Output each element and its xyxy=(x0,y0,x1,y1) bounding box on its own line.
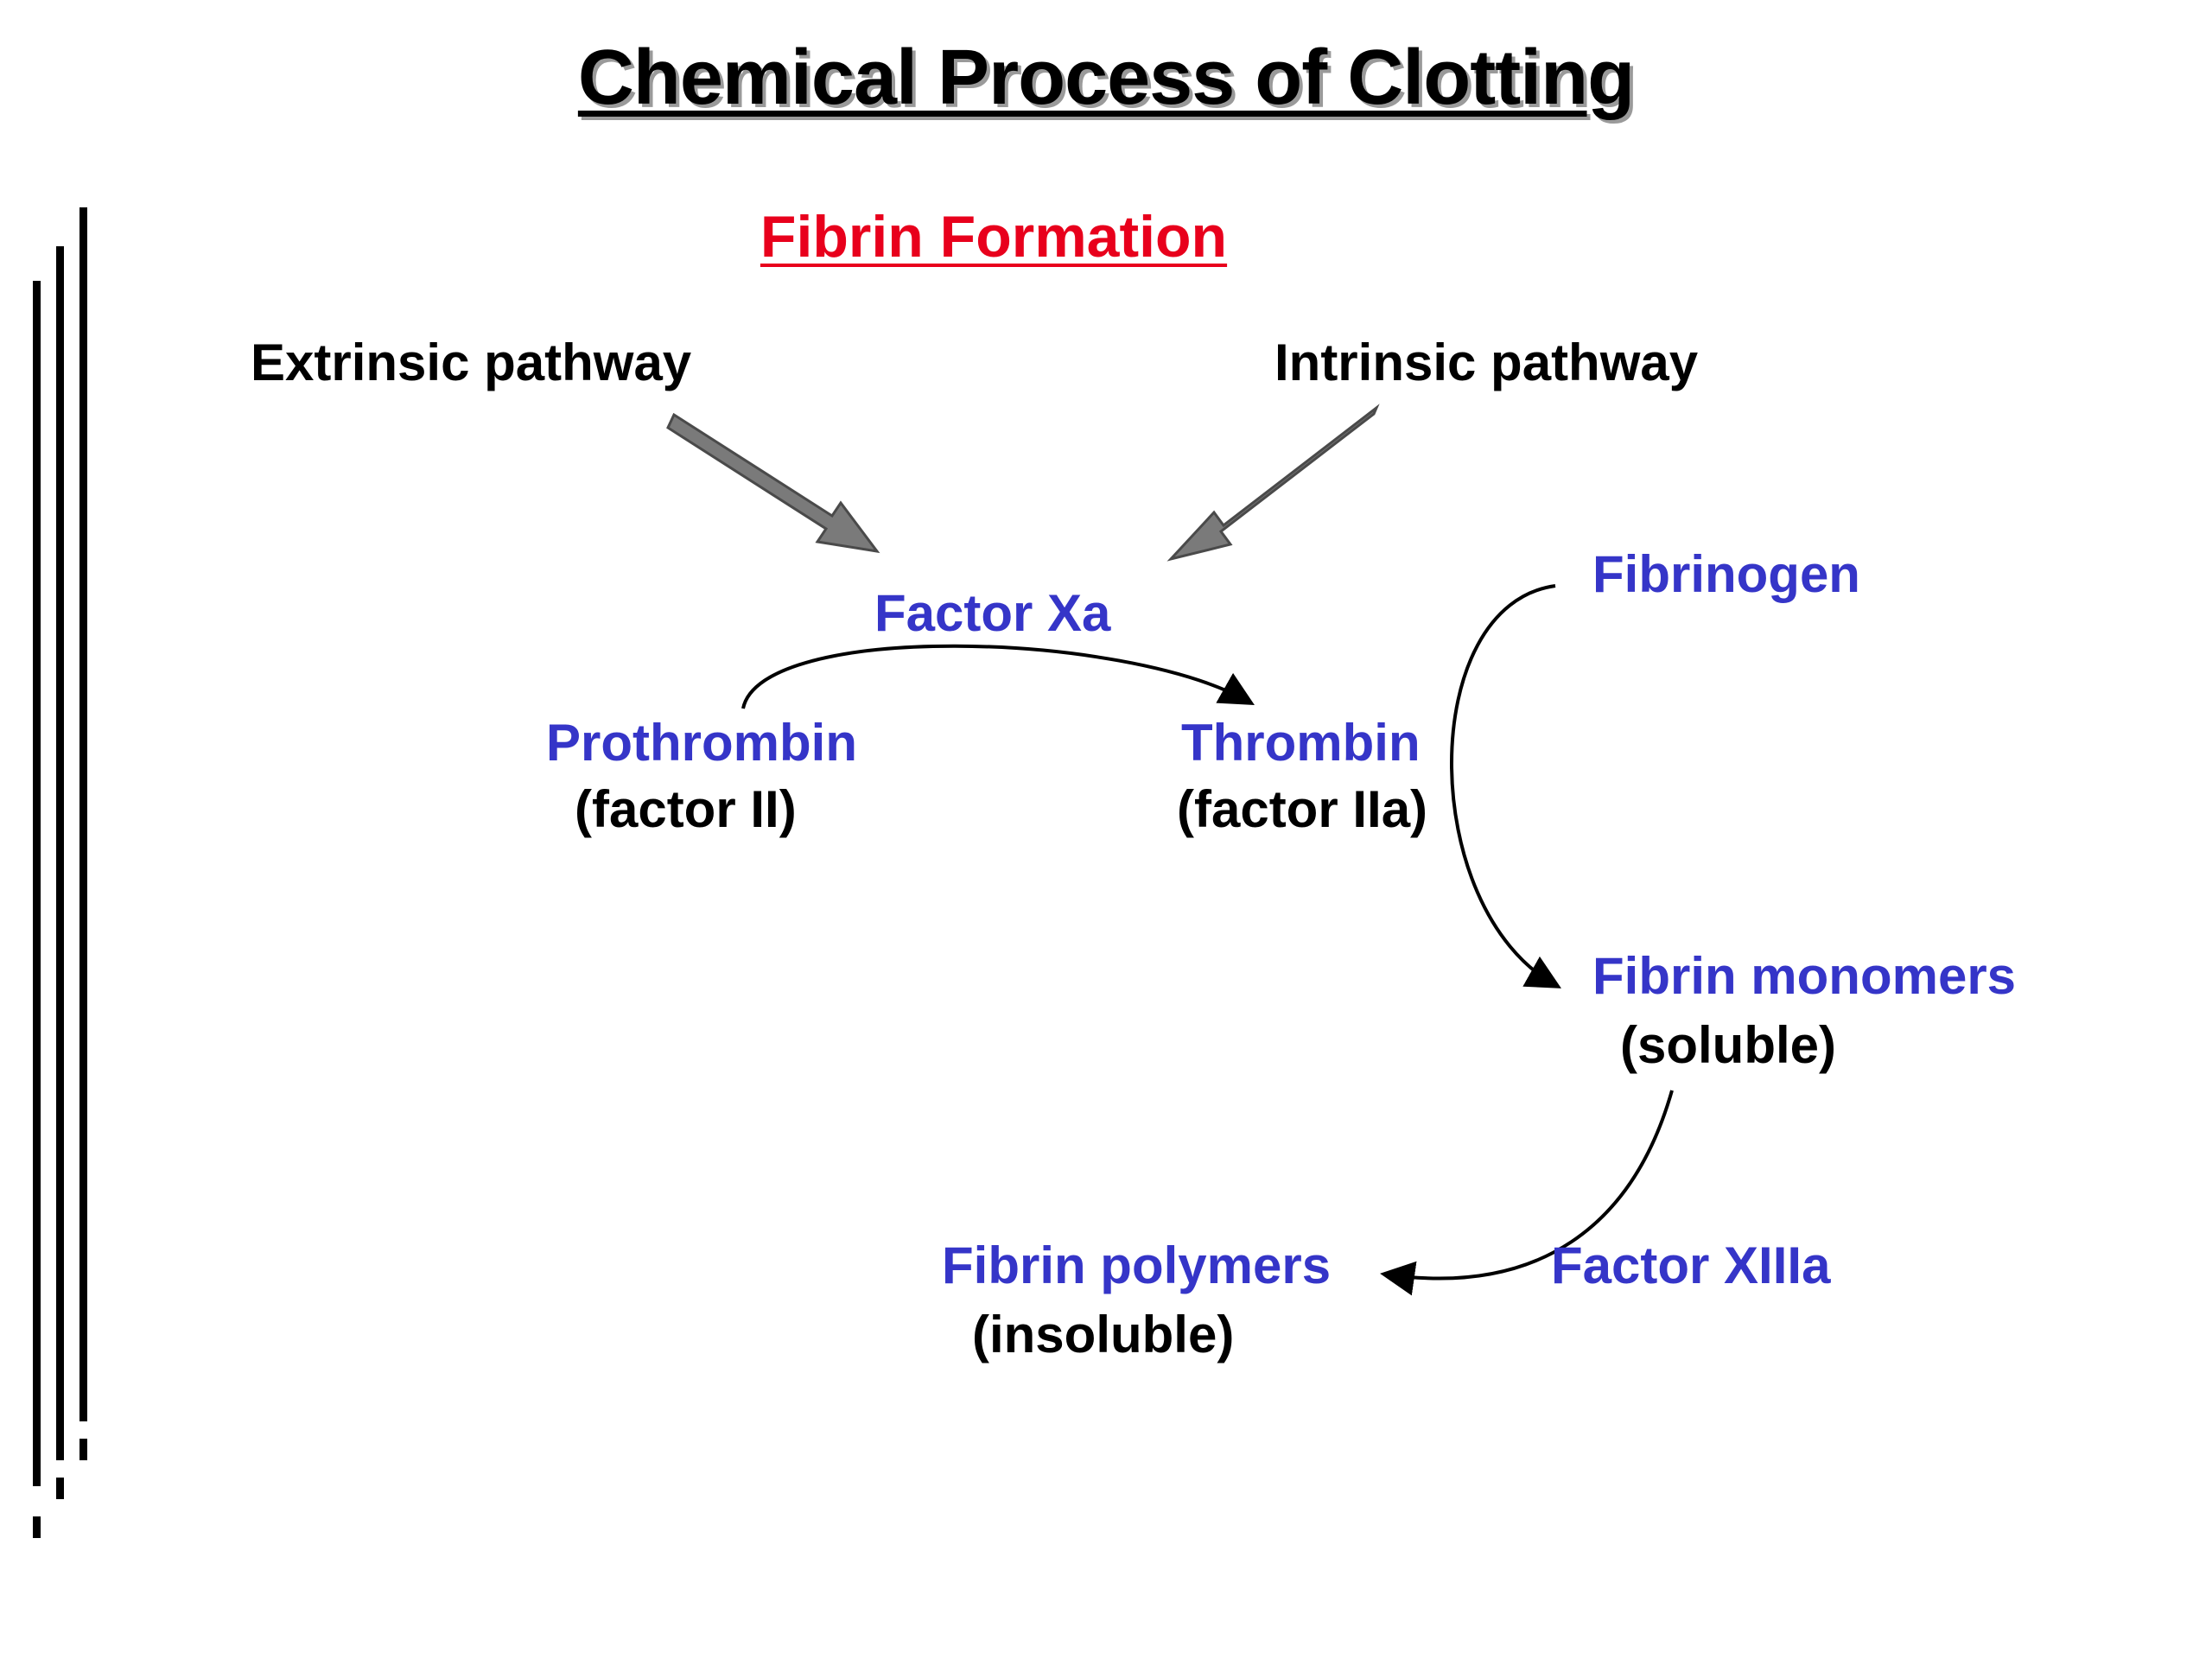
fibrinogen-label: Fibrinogen xyxy=(1592,545,1860,603)
prothrombin-label: Prothrombin xyxy=(546,714,857,772)
monomers-to-polymers-arrow-icon xyxy=(1380,1090,1674,1296)
fibrin-polymers-insoluble-label: (insoluble) xyxy=(972,1306,1235,1363)
fibrin-monomers-label: Fibrin monomers xyxy=(1592,947,2017,1005)
prothrombin-factor-label: (factor II) xyxy=(575,780,797,838)
extrinsic-pathway-label: Extrinsic pathway xyxy=(251,334,692,391)
thrombin-factor-label: (factor IIa) xyxy=(1177,780,1428,838)
decorative-side-bars xyxy=(33,207,87,1538)
intrinsic-arrow-icon xyxy=(1166,404,1380,562)
fibrinogen-to-monomers-arrow-icon xyxy=(1450,584,1561,988)
page-title: Chemical Process of Clotting xyxy=(577,35,1635,121)
thrombin-label: Thrombin xyxy=(1181,714,1421,772)
prothrombin-to-thrombin-arrow-icon xyxy=(741,644,1255,709)
extrinsic-arrow-icon xyxy=(666,412,880,554)
factor-xiiia-label: Factor XIIIa xyxy=(1551,1236,1831,1294)
fibrin-polymers-label: Fibrin polymers xyxy=(942,1236,1332,1294)
diagram-subtitle: Fibrin Formation xyxy=(760,204,1228,270)
fibrin-monomers-soluble-label: (soluble) xyxy=(1620,1016,1836,1074)
factor-xa-label: Factor Xa xyxy=(874,584,1111,642)
intrinsic-pathway-label: Intrinsic pathway xyxy=(1274,334,1699,391)
